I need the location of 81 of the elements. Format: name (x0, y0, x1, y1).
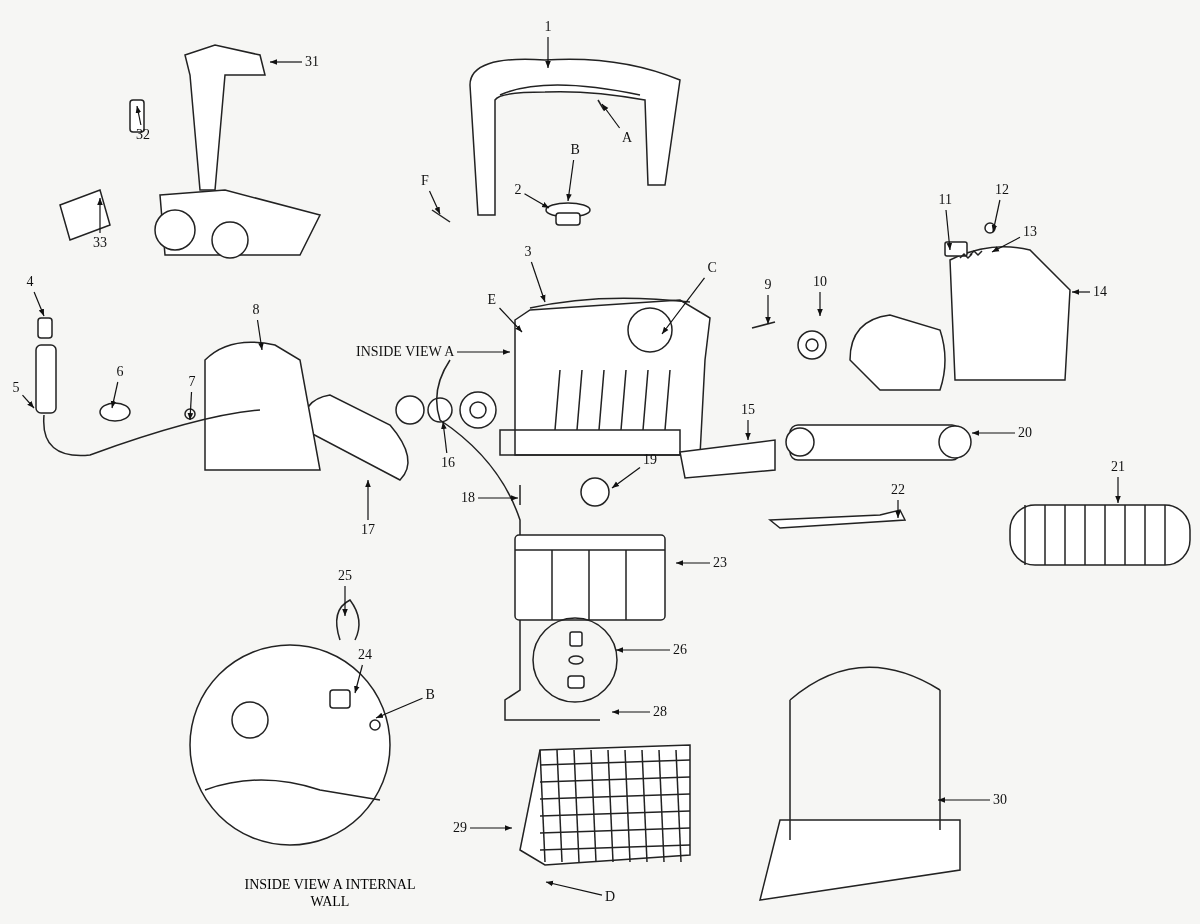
callout-number: 12 (994, 182, 1010, 198)
view-label: INSIDE VIEW A (355, 344, 456, 360)
leader-line (566, 159, 575, 202)
callout-number: 6 (115, 364, 125, 380)
callout-number: 3 (523, 244, 533, 260)
callout-number: 2 (513, 182, 523, 198)
leader-line (1115, 476, 1121, 504)
callout-number: A (621, 130, 634, 146)
leader-line (765, 294, 771, 325)
callout-number: D (604, 889, 617, 905)
callout-number: 33 (92, 235, 108, 251)
leader-line (342, 585, 348, 617)
leader-line (895, 499, 901, 519)
leader-line (601, 103, 621, 129)
leader-line (256, 319, 264, 351)
leader-line (135, 105, 142, 126)
callout-number: 8 (251, 302, 261, 318)
leader-line (469, 825, 513, 831)
leader-line (675, 560, 711, 566)
callout-number: 23 (712, 555, 728, 571)
callout-number: 13 (1022, 224, 1038, 240)
callout-number: 10 (812, 274, 828, 290)
callout-number: 32 (135, 127, 151, 143)
callout-number: C (706, 260, 718, 276)
leader-line (428, 190, 441, 215)
leader-line (545, 880, 603, 896)
callout-number: 15 (740, 402, 756, 418)
leader-line (945, 209, 953, 251)
leader-line (375, 697, 424, 719)
leader-line (523, 193, 550, 209)
leader-line (110, 381, 119, 409)
leader-line (187, 391, 194, 421)
callout-number: 24 (357, 647, 373, 663)
callout-number: 25 (337, 568, 353, 584)
leader-line (33, 291, 45, 317)
callout-number: 18 (460, 490, 476, 506)
callout-number: 28 (652, 704, 668, 720)
callout-number: 14 (1092, 284, 1108, 300)
callout-number: 20 (1017, 425, 1033, 441)
callout-number: 5 (11, 380, 21, 396)
callout-number: 29 (452, 820, 468, 836)
callout-number: 1 (543, 19, 553, 35)
leader-line (991, 236, 1021, 253)
leader-line (611, 466, 641, 489)
leader-line (745, 419, 751, 441)
callout-number: B (569, 142, 581, 158)
leader-line (615, 647, 671, 653)
leader-line (937, 797, 991, 803)
leader-line (971, 430, 1016, 436)
leader-line (991, 199, 1001, 233)
leader-line (498, 307, 523, 333)
callout-number: 11 (937, 192, 953, 208)
callout-number: 22 (890, 482, 906, 498)
callout-number: 7 (187, 374, 197, 390)
callout-number: E (486, 292, 498, 308)
leader-line (269, 59, 303, 65)
callout-number: 19 (642, 452, 658, 468)
callout-number: 26 (672, 642, 688, 658)
callout-number: F (420, 173, 430, 189)
leader-line (530, 261, 546, 303)
view-caption: INSIDE VIEW A INTERNAL WALL (243, 876, 417, 910)
callout-number: 17 (360, 522, 376, 538)
leader-line (661, 277, 706, 335)
leader-line (365, 479, 371, 521)
callout-number: 31 (304, 54, 320, 70)
leader-line (441, 421, 448, 454)
leader-line (456, 349, 511, 355)
callout-number: B (424, 687, 436, 703)
callout-number: 16 (440, 455, 456, 471)
callout-number: 21 (1110, 459, 1126, 475)
leader-line (817, 291, 823, 317)
leader-line (545, 36, 551, 69)
callout-number: 30 (992, 792, 1008, 808)
leader-line (1071, 289, 1091, 295)
leader-line (354, 664, 363, 694)
leader-line (97, 197, 103, 234)
callout-number: 9 (763, 277, 773, 293)
callout-number: 4 (25, 274, 35, 290)
leader-line (611, 709, 651, 715)
leader-line (21, 394, 35, 409)
leader-line (477, 495, 519, 501)
